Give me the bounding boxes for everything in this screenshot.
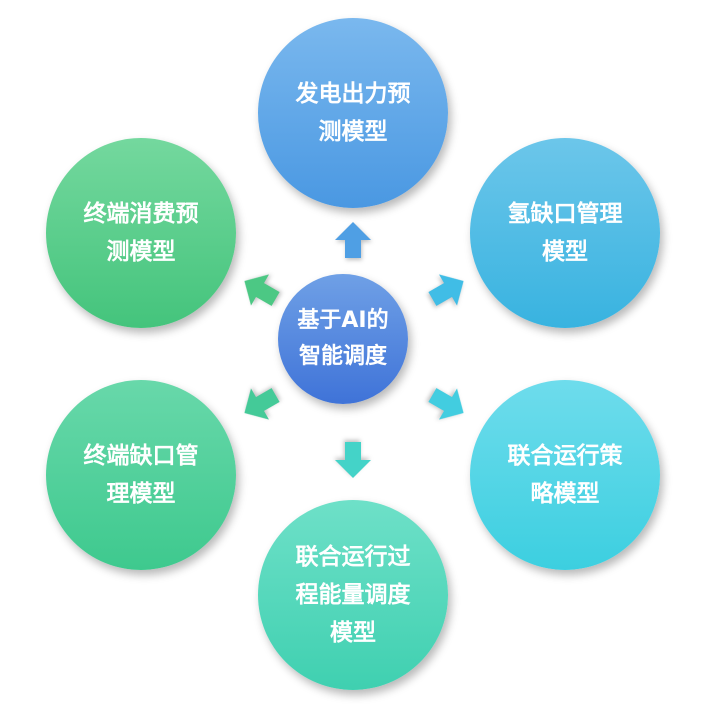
node-label: 氢缺口管理 模型 [507,201,623,265]
node-label: 终端缺口管 理模型 [83,443,199,507]
node-label: 联合运行策 略模型 [507,443,623,507]
node-hydrogen-gap-management: 氢缺口管理 模型 [470,138,660,328]
node-power-output-forecast: 发电出力预 测模型 [258,18,448,208]
node-terminal-consumption-forecast: 终端消费预 测模型 [46,138,236,328]
node-label: 联合运行过 程能量调度 模型 [295,544,411,646]
arrow-up-left-icon [233,263,288,318]
center-node: 基于AI的 智能调度 [278,274,408,404]
center-label: 基于AI的 智能调度 [297,308,389,369]
node-label: 发电出力预 测模型 [295,81,411,145]
arrow-down-left-icon [233,377,288,432]
arrow-down-right-icon [421,377,476,432]
arrow-up-icon [333,220,373,260]
node-label: 终端消费预 测模型 [83,201,199,265]
node-terminal-gap-management: 终端缺口管 理模型 [46,380,236,570]
arrow-up-right-icon [421,263,476,318]
node-joint-operation-energy-dispatch: 联合运行过 程能量调度 模型 [258,500,448,690]
node-joint-operation-strategy: 联合运行策 略模型 [470,380,660,570]
arrow-down-icon [333,440,373,480]
